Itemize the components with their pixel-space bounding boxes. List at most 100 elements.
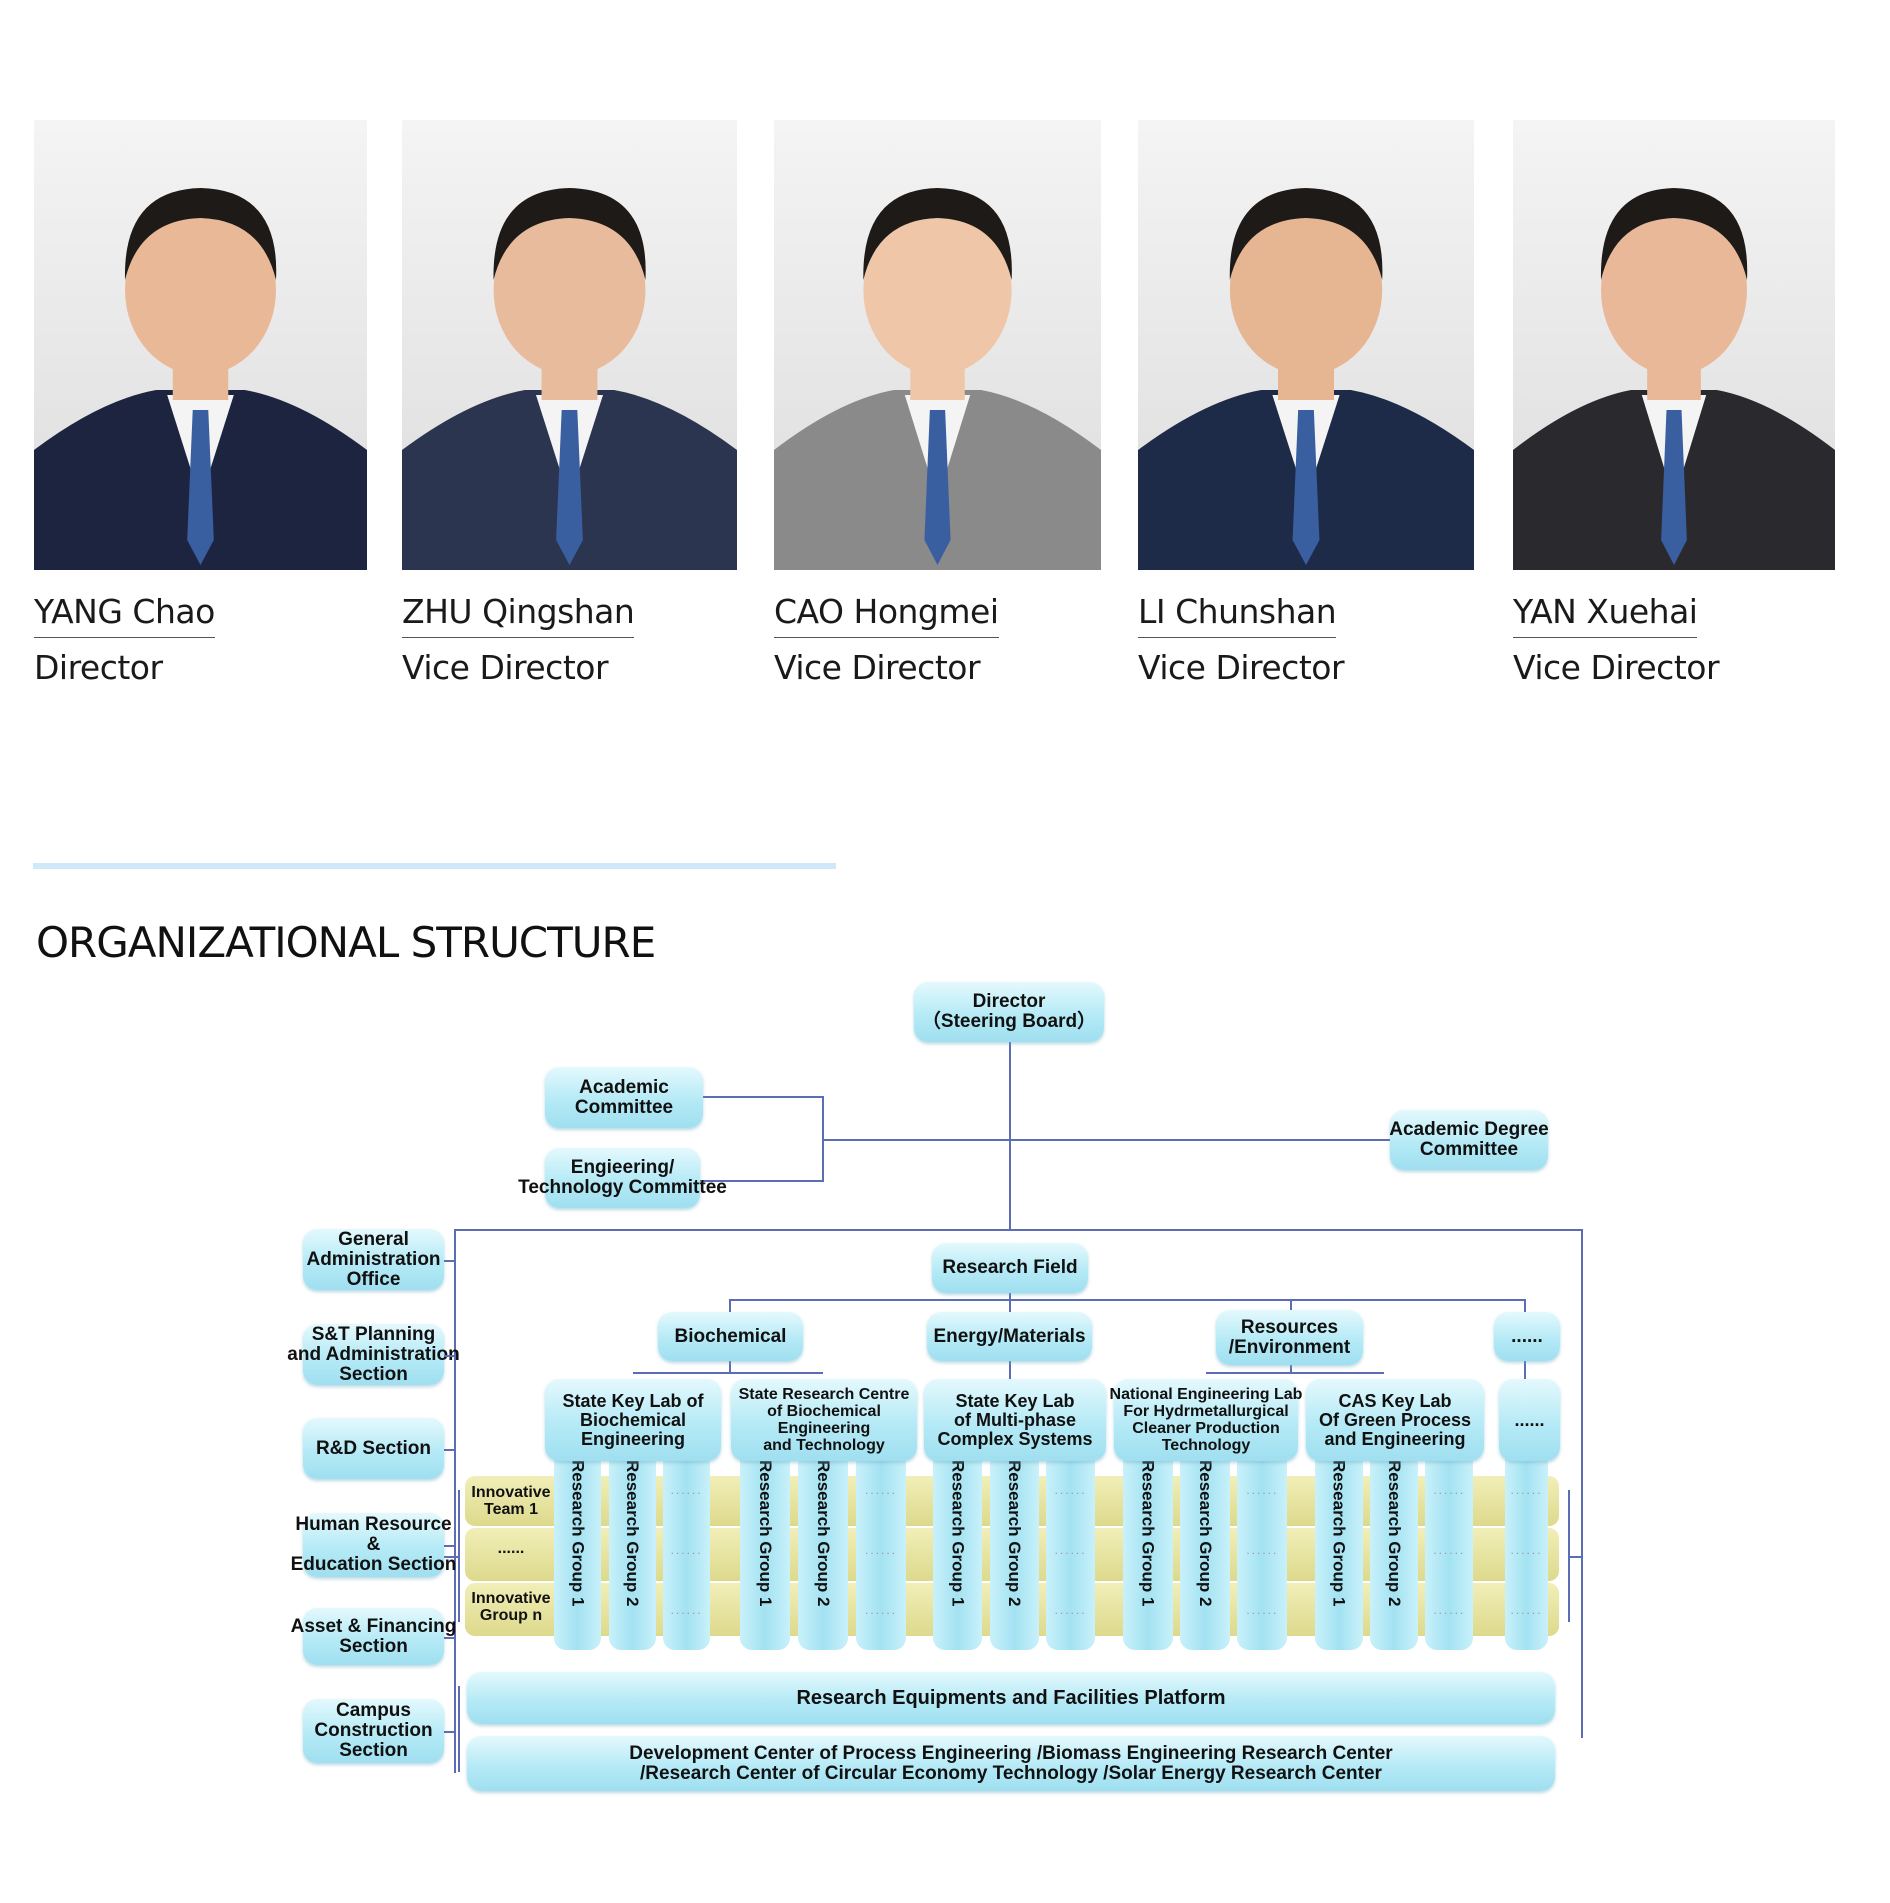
research-group-label: Research Group 1 [568,1460,588,1607]
ellipsis-label: ...... [670,1603,703,1617]
research-group-label: Research Group 1 [1329,1460,1349,1607]
connector [1009,1299,1011,1312]
director-box[interactable]: Director （Steering Board） [914,982,1104,1042]
ellipsis-label: ...... [1246,1543,1279,1557]
research-group-label: Research Group 2 [1196,1460,1215,1607]
engineering-committee-box[interactable]: Engieering/ Technology Committee [518,1148,727,1208]
academic-degree-committee-box[interactable]: Academic Degree Committee [1389,1110,1549,1170]
ellipsis-label: ...... [864,1543,897,1557]
research-group-label: Research Group 1 [756,1460,775,1607]
connector [1009,1361,1011,1379]
research-group-column[interactable]: Research Group 1 [1122,1450,1173,1650]
research-centers-bar[interactable]: Development Center of Process Engineerin… [467,1736,1555,1791]
bracket [458,1686,460,1772]
connector [729,1299,1526,1301]
connector [1524,1299,1526,1312]
connector [444,1448,454,1451]
leader-card: YAN Xuehai Vice Director [1513,120,1835,687]
connector [1009,1042,1011,1230]
research-group-column[interactable]: .................. [1046,1450,1096,1650]
leader-name: ZHU Qingshan [402,592,635,638]
leader-card: LI Chunshan Vice Director [1138,120,1474,687]
connector [1524,1361,1526,1379]
admin-unit-box[interactable]: R&D Section [303,1418,444,1479]
connector [1290,1363,1292,1373]
research-group-column[interactable]: Research Group 2 [1180,1450,1230,1650]
connector [1568,1556,1582,1558]
innovative-team-label: ...... [497,1540,525,1557]
ellipsis-label: ...... [1510,1603,1543,1617]
research-group-label: Research Group 2 [814,1460,833,1607]
research-group-column[interactable]: Research Group 2 [798,1450,848,1650]
ellipsis-label: ...... [670,1543,703,1557]
ellipsis-label: ...... [1510,1483,1543,1497]
connector [1290,1299,1292,1312]
research-group-column[interactable]: .................. [1237,1450,1288,1650]
connector [1009,1293,1011,1301]
lab-box[interactable]: CAS Key Lab Of Green Process and Enginee… [1306,1379,1484,1461]
leader-card: CAO Hongmei Vice Director [774,120,1101,687]
research-group-column[interactable]: Research Group 1 [1314,1450,1363,1650]
innovative-team-label: Innovative Group n [471,1590,551,1624]
admin-unit-box[interactable]: General Administration Office [303,1229,444,1290]
lab-box[interactable]: State Research Centre of Biochemical Eng… [731,1379,917,1461]
ellipsis-label: ...... [864,1483,897,1497]
connector [444,1545,454,1547]
leader-name: CAO Hongmei [774,592,999,638]
academic-committee-box[interactable]: Academic Committee [545,1067,703,1128]
research-group-label: Research Group 1 [1138,1460,1158,1607]
lab-box[interactable]: State Key Lab of Biochemical Engineering [545,1379,721,1461]
research-group-column[interactable]: .................. [663,1450,711,1650]
research-group-label: Research Group 2 [1005,1460,1024,1607]
research-group-label: Research Group 2 [1385,1460,1404,1607]
admin-unit-box[interactable]: Human Resource & Education Section [290,1513,457,1577]
leader-title: Vice Director [1138,648,1345,687]
research-group-column[interactable]: Research Group 1 [553,1450,601,1650]
research-field-box[interactable]: Research Field [932,1243,1088,1293]
lab-box[interactable]: State Key Lab of Multi-phase Complex Sys… [924,1379,1106,1461]
research-field-category[interactable]: Energy/Materials [927,1312,1092,1361]
lab-box[interactable]: National Engineering Lab For Hydrmetallu… [1110,1379,1302,1461]
leader-title: Vice Director [774,648,981,687]
platform-bar[interactable]: Research Equipments and Facilities Platf… [467,1672,1555,1724]
research-group-column[interactable]: .................. [856,1450,906,1650]
leader-title: Vice Director [1513,648,1720,687]
portrait-photo [1513,120,1835,570]
section-heading: ORGANIZATIONAL STRUCTURE [36,918,656,967]
research-field-category[interactable]: ...... [1494,1312,1560,1361]
connector [444,1556,458,1558]
research-group-column[interactable]: .................. [1505,1450,1548,1650]
research-group-column[interactable]: Research Group 1 [932,1450,982,1650]
portrait-photo [774,120,1101,570]
admin-unit-box[interactable]: Asset & Financing Section [291,1608,456,1665]
research-group-label: Research Group 1 [948,1460,968,1607]
leader-title: Director [34,648,163,687]
ellipsis-label: ...... [1054,1603,1087,1617]
research-field-category[interactable]: Resources /Environment [1216,1310,1363,1365]
connector [454,1229,1582,1231]
connector [444,1354,454,1357]
connector [822,1139,1390,1141]
research-group-column[interactable]: Research Group 2 [1370,1450,1418,1650]
ellipsis-label: ...... [1246,1483,1279,1497]
admin-unit-box[interactable]: S&T Planning and Administration Section [287,1323,460,1385]
research-group-column[interactable]: Research Group 1 [740,1450,790,1650]
leader-name: YAN Xuehai [1513,592,1698,638]
connector [444,1636,454,1639]
research-group-column[interactable]: Research Group 2 [989,1450,1039,1650]
research-field-category[interactable]: Biochemical [658,1312,803,1361]
innovative-team-label: Innovative Team 1 [471,1484,551,1518]
leader-name: YANG Chao [34,592,215,638]
leader-card: YANG Chao Director [34,120,367,687]
ellipsis-label: ...... [1054,1543,1087,1557]
admin-unit-box[interactable]: Campus Construction Section [303,1699,444,1763]
lab-box[interactable]: ...... [1499,1379,1560,1461]
research-group-column[interactable]: .................. [1425,1450,1474,1650]
connector [444,1259,454,1262]
research-group-column[interactable]: Research Group 2 [608,1450,656,1650]
ellipsis-label: ...... [1054,1483,1087,1497]
ellipsis-label: ...... [1433,1543,1466,1557]
portrait-photo [402,120,737,570]
section-divider [33,863,836,869]
